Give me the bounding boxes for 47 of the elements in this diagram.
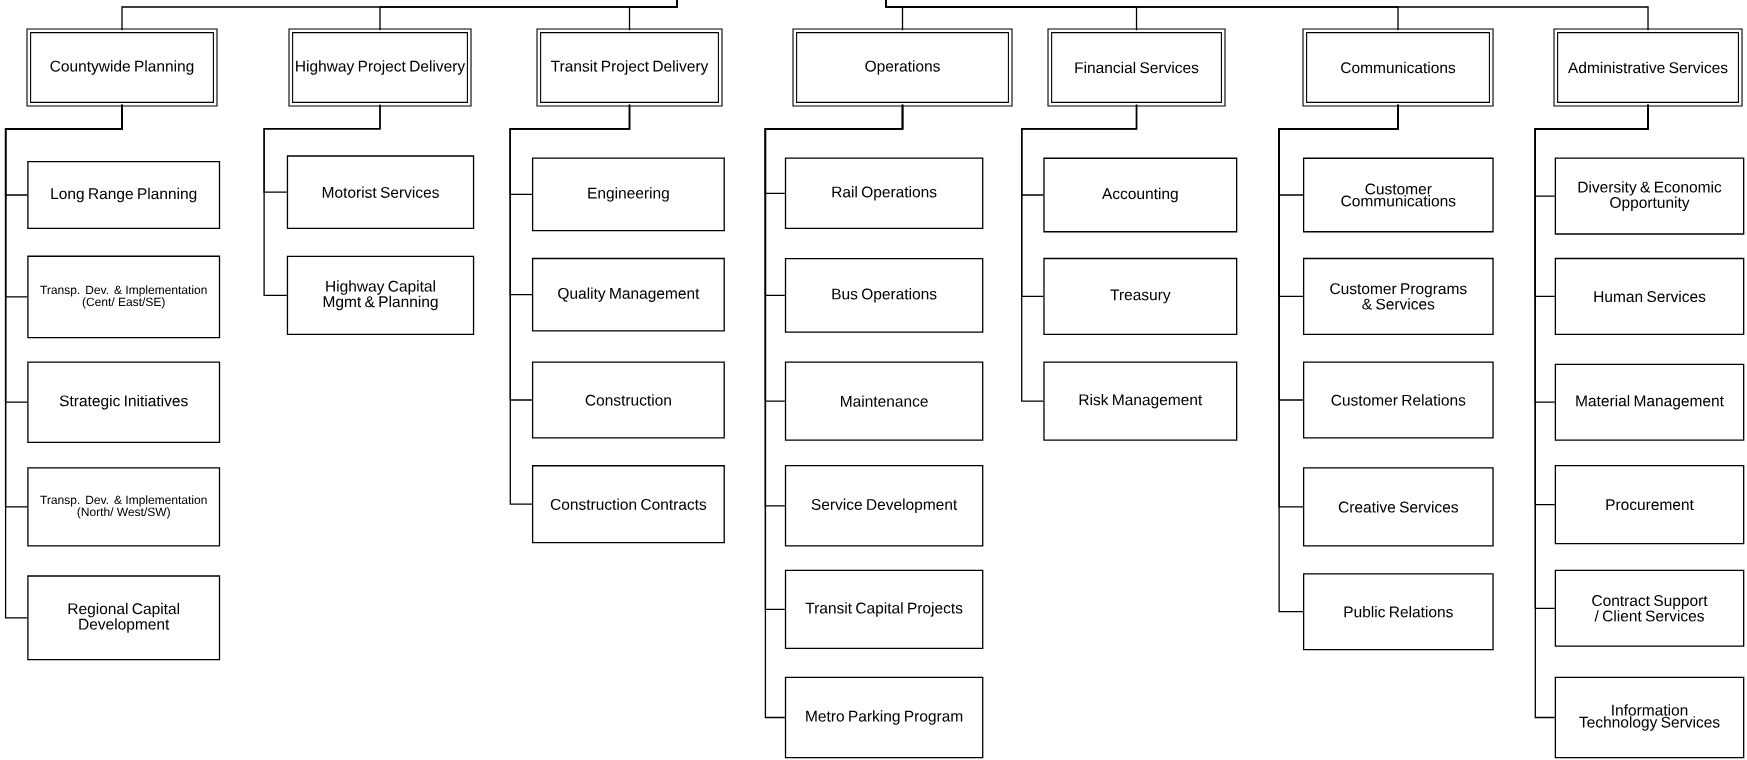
connector-line bbox=[4, 104, 123, 619]
unit-box: Accounting bbox=[1043, 157, 1238, 233]
unit-box: Metro Parking Program bbox=[784, 676, 984, 759]
department-box: Countywide Planning bbox=[26, 28, 218, 107]
connector-line bbox=[1021, 104, 1138, 402]
unit-box: Maintenance bbox=[784, 361, 984, 441]
unit-box: Customer Communications bbox=[1302, 157, 1494, 233]
unit-box: Engineering bbox=[531, 157, 725, 232]
unit-box: Human Services bbox=[1554, 257, 1745, 335]
unit-box: Public Relations bbox=[1302, 573, 1494, 651]
unit-box: Transp. Dev. & Implementation (North/ West/SW) bbox=[27, 467, 221, 547]
unit-box: Contract Support / Client Services bbox=[1554, 569, 1745, 647]
department-box: Transit Project Delivery bbox=[536, 28, 723, 107]
connector-line bbox=[628, 0, 678, 31]
department-box: Highway Project Delivery bbox=[288, 28, 472, 107]
unit-box: Diversity & Economic Opportunity bbox=[1554, 157, 1745, 235]
unit-box: Long Range Planning bbox=[27, 160, 221, 230]
connector-line bbox=[509, 104, 631, 505]
unit-box: Procurement bbox=[1554, 465, 1745, 545]
unit-box: Highway Capital Mgmt & Planning bbox=[286, 255, 475, 335]
unit-box: Customer Programs & Services bbox=[1302, 257, 1494, 335]
unit-box: Creative Services bbox=[1302, 467, 1494, 547]
unit-box: Information Technology Services bbox=[1554, 676, 1745, 759]
connector-line bbox=[263, 104, 381, 296]
unit-box: Transp. Dev. & Implementation (Cent/ East/SE) bbox=[27, 255, 221, 339]
connector-line bbox=[885, 0, 1649, 31]
unit-box: Treasury bbox=[1043, 257, 1238, 335]
department-box: Communications bbox=[1302, 28, 1494, 107]
unit-box: Rail Operations bbox=[784, 157, 984, 230]
unit-box: Bus Operations bbox=[784, 257, 984, 333]
department-box: Financial Services bbox=[1047, 28, 1226, 107]
unit-box: Construction bbox=[531, 361, 725, 439]
unit-box: Transit Capital Projects bbox=[784, 569, 984, 650]
unit-box: Material Management bbox=[1554, 363, 1745, 441]
unit-box: Motorist Services bbox=[286, 155, 475, 230]
unit-box: Strategic Initiatives bbox=[27, 361, 221, 443]
connector-line bbox=[764, 104, 904, 719]
department-box: Operations bbox=[792, 28, 1013, 107]
unit-box: Service Development bbox=[784, 465, 984, 547]
unit-box: Customer Relations bbox=[1302, 361, 1494, 439]
connector-line bbox=[1534, 104, 1649, 719]
unit-box: Quality Management bbox=[531, 257, 725, 332]
unit-box: Regional Capital Development bbox=[27, 575, 221, 661]
unit-box: Risk Management bbox=[1043, 361, 1238, 441]
connector-line bbox=[1278, 104, 1399, 613]
unit-box: Construction Contracts bbox=[531, 465, 725, 544]
department-box: Administrative Services bbox=[1553, 28, 1743, 107]
